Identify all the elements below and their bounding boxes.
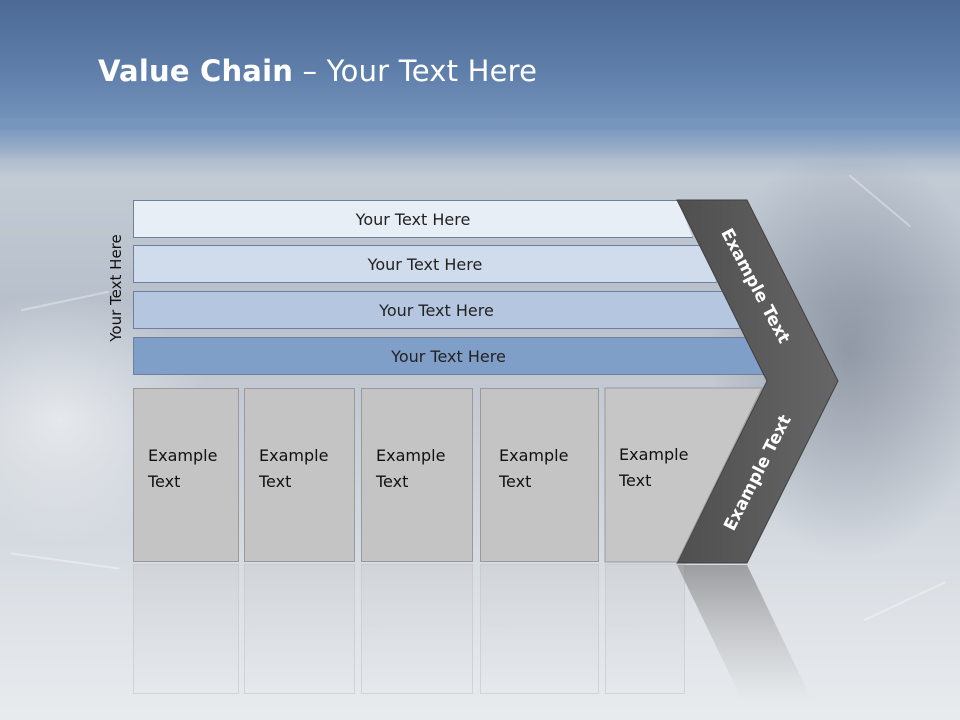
band-label: Your Text Here [391,346,506,366]
cell-line2: Text [148,472,181,491]
motion-streak [20,290,110,312]
motion-streak [863,581,947,621]
value-band-4[interactable]: Your Text Here [133,337,764,375]
activity-cell-4[interactable]: Example Text [480,388,599,562]
band-label: Your Text Here [367,254,483,274]
motion-streak [10,552,120,570]
cell-line1: Example [499,446,569,465]
cell-line1: Example [376,446,446,465]
header-band [0,0,960,130]
activity-cell-5[interactable]: Example Text [605,388,762,562]
cell-line2: Text [499,472,532,491]
value-band-3[interactable]: Your Text Here [133,291,740,329]
activity-cell-1[interactable]: Example Text [133,388,239,562]
value-band-2[interactable]: Your Text Here [133,245,717,283]
activity-cell-3[interactable]: Example Text [361,388,473,562]
cell-line1: Example [619,445,689,464]
cell-line1: Example [148,446,218,465]
activity-cell-2[interactable]: Example Text [244,388,355,562]
cell-reflection [244,564,355,694]
cell-line1: Example [259,446,329,465]
band-label: Your Text Here [379,300,494,320]
cell-line2: Text [619,471,652,490]
title-bold: Value Chain [98,54,294,88]
header-fade [0,118,960,178]
band-label: Your Text Here [355,209,471,229]
cell-reflection [480,564,599,694]
cell-reflection [133,564,239,694]
vertical-side-label: Your Text Here [107,234,125,342]
motion-streak [848,174,912,228]
slide-title: Value Chain – Your Text Here [98,54,537,88]
cell-reflection [605,564,685,694]
cell-line2: Text [376,472,409,491]
cell-reflection [361,564,473,694]
cell-line2: Text [259,472,292,491]
value-band-1[interactable]: Your Text Here [133,200,693,238]
title-rest: – Your Text Here [293,54,538,88]
